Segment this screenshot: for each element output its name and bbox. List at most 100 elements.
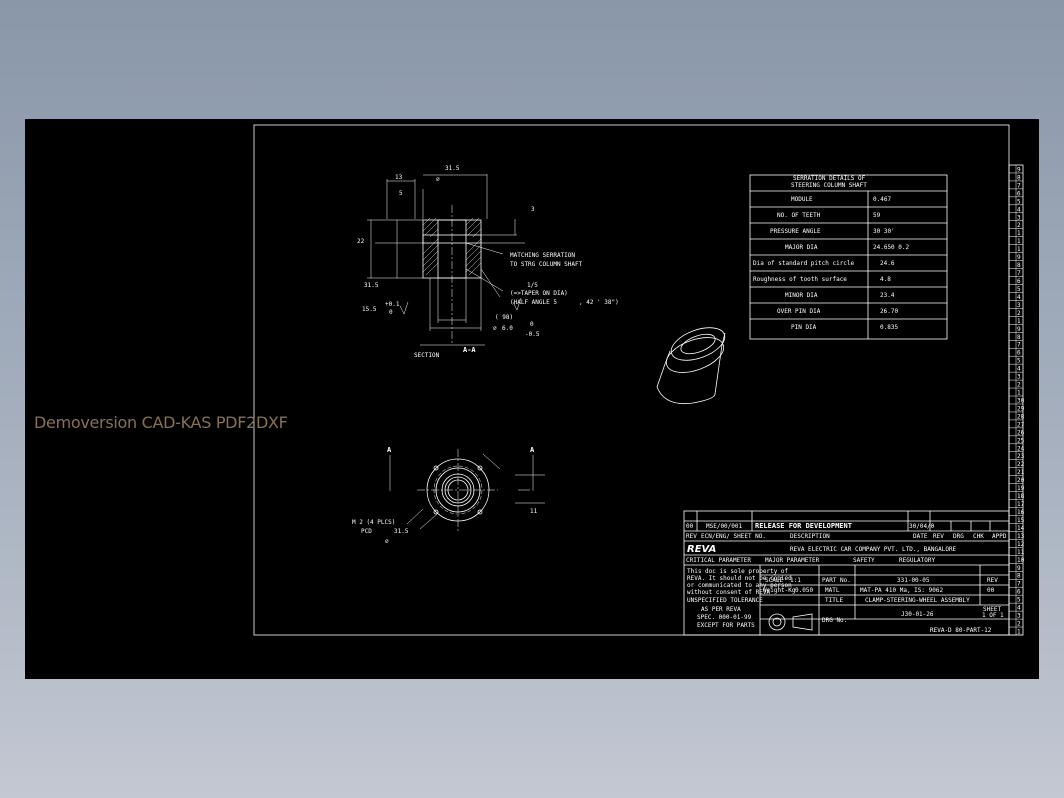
zone-number: 8 xyxy=(1017,573,1021,580)
svg-text:CRITICAL PARAMETER: CRITICAL PARAMETER xyxy=(686,557,751,564)
svg-text:SAFETY: SAFETY xyxy=(853,557,875,564)
svg-text:30/04/0: 30/04/0 xyxy=(909,523,935,530)
zone-number: 1 xyxy=(1017,246,1021,253)
zone-number: 6 xyxy=(1017,589,1021,596)
svg-text:OVER PIN DIA: OVER PIN DIA xyxy=(777,308,821,315)
plan-view-text: A A 11 M 2 (4 PLCS) PCD ⌀ 31.5 xyxy=(352,446,538,545)
svg-text:APPD: APPD xyxy=(992,533,1007,540)
zone-number: 21 xyxy=(1017,469,1025,476)
serration-title-1: SERRATION DETAILS OF xyxy=(793,175,866,182)
svg-text:Weight-Kg: Weight-Kg xyxy=(763,587,796,594)
company-name: REVA ELECTRIC CAR COMPANY PVT. LTD., BAN… xyxy=(790,546,957,553)
svg-text:6.0: 6.0 xyxy=(502,325,513,332)
section-mark-a-right: A xyxy=(530,446,535,454)
svg-text:( 98): ( 98) xyxy=(495,314,513,321)
svg-text:SPEC. 000-01-99: SPEC. 000-01-99 xyxy=(697,614,752,621)
svg-text:EXCEPT FOR PARTS: EXCEPT FOR PARTS xyxy=(697,622,755,629)
svg-text:REV: REV xyxy=(686,533,697,540)
svg-text:MSE/00/001: MSE/00/001 xyxy=(706,523,743,530)
zone-number: 9 xyxy=(1017,326,1021,333)
zone-number: 9 xyxy=(1017,565,1021,572)
material: MAT-PA 410 Ma, IS: 9062 xyxy=(860,587,943,594)
zone-number: 7 xyxy=(1017,581,1021,588)
svg-text:MODULE: MODULE xyxy=(791,196,813,203)
zone-number: 30 xyxy=(1017,397,1025,404)
zone-number: 1 xyxy=(1017,629,1021,636)
title-block: 00 MSE/00/001 RELEASE FOR DEVELOPMENT 30… xyxy=(683,510,1010,636)
zone-number: 4 xyxy=(1017,294,1021,301)
svg-text:, 42 ' 38"): , 42 ' 38") xyxy=(579,299,619,306)
svg-text:Dia of standard pitch circle: Dia of standard pitch circle xyxy=(753,260,855,267)
svg-text:NO. OF TEETH: NO. OF TEETH xyxy=(777,212,821,219)
note-strg: TO STRG COLUMN SHAFT xyxy=(510,261,583,268)
reva-logo: REVA xyxy=(687,544,716,555)
svg-text:PRESSURE ANGLE: PRESSURE ANGLE xyxy=(770,228,821,235)
zone-number: 1 xyxy=(1017,238,1021,245)
zone-number: 16 xyxy=(1017,509,1025,516)
zone-number: 6 xyxy=(1017,190,1021,197)
svg-text:DRG No.: DRG No. xyxy=(822,617,847,624)
svg-text:UNSPECIFIED TOLERANCE: UNSPECIFIED TOLERANCE xyxy=(687,597,763,604)
zone-number: 3 xyxy=(1017,613,1021,620)
svg-text:REV: REV xyxy=(933,533,944,540)
zone-number: 5 xyxy=(1017,198,1021,205)
dim-31-5: 31.5 xyxy=(364,282,379,289)
svg-text:0.835: 0.835 xyxy=(880,324,898,331)
svg-text:30 30': 30 30' xyxy=(873,228,895,235)
zone-number: 6 xyxy=(1017,350,1021,357)
svg-text:24.6: 24.6 xyxy=(880,260,895,267)
part-number: 331-00-05 xyxy=(897,577,930,584)
zone-number: 6 xyxy=(1017,278,1021,285)
svg-text:0: 0 xyxy=(530,321,534,328)
note-pcd: PCD xyxy=(361,528,372,535)
zone-number: 7 xyxy=(1017,270,1021,277)
svg-text:00: 00 xyxy=(987,587,995,594)
svg-text:⌀: ⌀ xyxy=(493,325,497,332)
svg-text:AS PER REVA: AS PER REVA xyxy=(701,606,741,613)
svg-text:PIN DIA: PIN DIA xyxy=(791,324,817,331)
note-serration: MATCHING SERRATION xyxy=(510,252,575,259)
svg-text:SCALE: SCALE xyxy=(765,577,783,584)
svg-text:PART No.: PART No. xyxy=(822,577,851,584)
zone-number: 24 xyxy=(1017,445,1025,452)
zone-number: 1 xyxy=(1017,390,1021,397)
zone-number: 9 xyxy=(1017,254,1021,261)
svg-text:DATE: DATE xyxy=(913,533,928,540)
zone-number: 8 xyxy=(1017,262,1021,269)
section-subtitle: SECTION xyxy=(414,352,440,359)
svg-text:SHEET: SHEET xyxy=(983,606,1001,613)
zone-number: 8 xyxy=(1017,334,1021,341)
dim-3: 3 xyxy=(531,206,535,213)
zone-number: 10 xyxy=(1017,557,1025,564)
svg-text:0.467: 0.467 xyxy=(873,196,891,203)
zone-number: 8 xyxy=(1017,174,1021,181)
svg-text:REV: REV xyxy=(987,577,998,584)
svg-text:24.650 0.2: 24.650 0.2 xyxy=(873,244,910,251)
zone-number: 3 xyxy=(1017,374,1021,381)
section-view xyxy=(367,174,525,346)
zone-number: 2 xyxy=(1017,222,1021,229)
svg-text:This doc is sole property of: This doc is sole property of xyxy=(687,568,789,575)
svg-text:or communicated to any person: or communicated to any person xyxy=(687,582,792,589)
zone-number: 22 xyxy=(1017,461,1025,468)
svg-text:31.5: 31.5 xyxy=(394,528,409,535)
zone-number: 18 xyxy=(1017,493,1025,500)
zone-number: 9 xyxy=(1017,166,1021,173)
svg-text:0.050: 0.050 xyxy=(795,587,813,594)
drawing-title: CLAMP-STEERING-WHEEL ASSEMBLY xyxy=(865,597,970,604)
dim-15-5: 15.5 xyxy=(362,306,377,313)
zone-number: 4 xyxy=(1017,206,1021,213)
sheet-border xyxy=(253,124,1010,636)
serration-title-2: STEERING COLUMN SHAFT xyxy=(791,182,867,189)
zone-number: 3 xyxy=(1017,214,1021,221)
svg-text:REGULATORY: REGULATORY xyxy=(899,557,936,564)
svg-text:without consent of REVA: without consent of REVA xyxy=(687,589,770,596)
svg-text:MAJOR DIA: MAJOR DIA xyxy=(785,244,818,251)
svg-text:+0.1: +0.1 xyxy=(385,301,400,308)
section-mark-a-left: A xyxy=(387,446,392,454)
zone-number: 20 xyxy=(1017,477,1025,484)
svg-text:MAJOR PARAMETER: MAJOR PARAMETER xyxy=(765,557,820,564)
zone-strip: 9876543211198765432198765432130292827262… xyxy=(1008,164,1025,636)
zone-number: 17 xyxy=(1017,501,1025,508)
cad-viewport[interactable]: 1 3 31.5 ⌀ 5 22 3 31.5 15.5 +0.1 0 MATCHI… xyxy=(25,119,1039,679)
